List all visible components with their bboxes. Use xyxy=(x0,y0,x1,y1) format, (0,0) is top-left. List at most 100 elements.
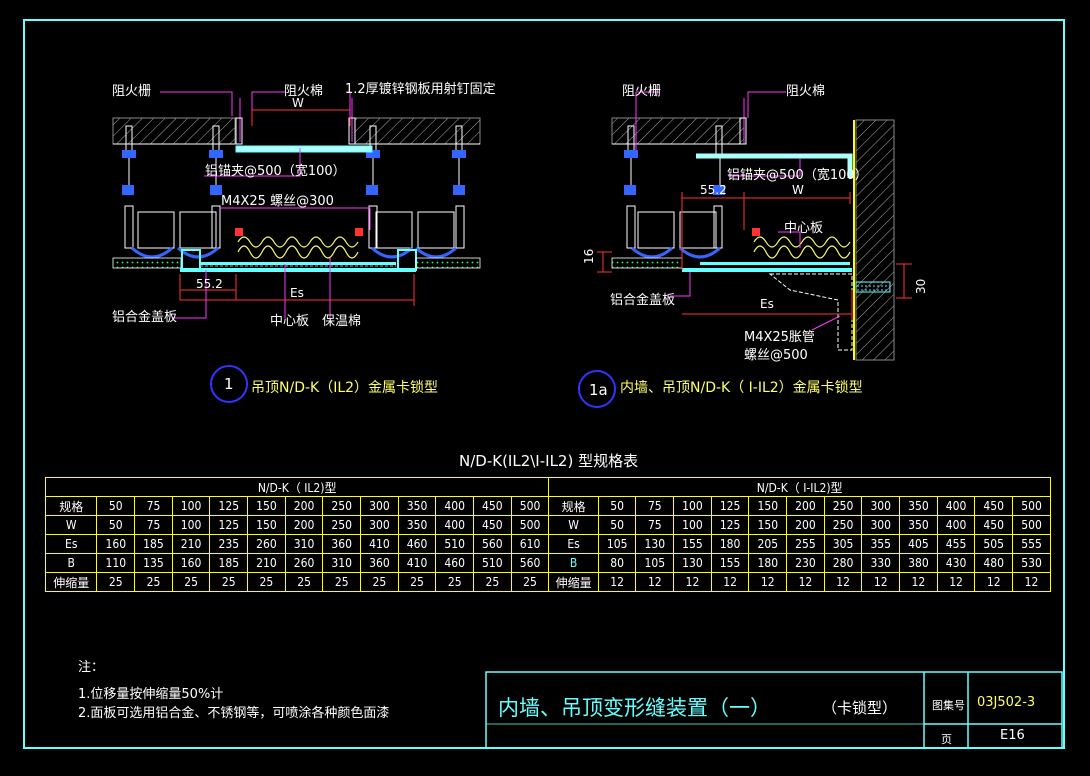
figure-1a xyxy=(578,91,912,408)
table-cell: 260 xyxy=(247,534,286,554)
table-cell: 430 xyxy=(936,553,976,573)
table-cell: 150 xyxy=(247,515,286,535)
table-cell: 100 xyxy=(673,515,712,535)
table-cell: 80 xyxy=(597,553,637,573)
note-item-1: 1.位移量按伸缩量50%计 xyxy=(78,687,224,702)
table-cell: 450 xyxy=(473,496,512,516)
left-table-header: N/D-K（ IL2)型 xyxy=(44,477,550,497)
table-cell: 560 xyxy=(510,553,550,573)
fig1a-anchor-clip-label: 铝锚夹@500（宽100） xyxy=(727,168,868,183)
table-cell: B xyxy=(44,553,98,573)
table-cell: 610 xyxy=(510,534,550,554)
fig1-steel-plate-label: 1.2厚镀锌钢板用射钉固定 xyxy=(345,82,496,97)
table-cell: 25 xyxy=(473,572,512,592)
notes-title: 注： xyxy=(78,660,105,675)
table-cell: 405 xyxy=(899,534,938,554)
fig1-dim-w: W xyxy=(292,96,304,110)
table-cell: 12 xyxy=(673,572,712,592)
table-cell: 125 xyxy=(710,496,750,516)
title-block-frame xyxy=(485,671,1063,749)
page-number: E16 xyxy=(1000,728,1025,743)
table-cell: 300 xyxy=(360,496,399,516)
table-cell: 185 xyxy=(134,534,173,554)
table-cell: 105 xyxy=(597,534,637,554)
table-cell: 伸缩量 xyxy=(548,572,599,592)
table-cell: 350 xyxy=(899,515,938,535)
drawing-title: 内墙、吊顶变形缝装置（一） xyxy=(498,696,771,720)
table-cell: 75 xyxy=(134,496,173,516)
fig1-dim-es: Es xyxy=(290,286,304,300)
table-cell: 50 xyxy=(597,515,637,535)
fig1-dim-552: 55.2 xyxy=(196,277,223,291)
table-cell: 75 xyxy=(134,515,173,535)
atlas-label: 图集号 xyxy=(932,699,965,712)
fig1a-dim-w: W xyxy=(792,183,804,197)
table-cell: 500 xyxy=(510,515,550,535)
table-cell: 400 xyxy=(936,515,976,535)
table-cell: 25 xyxy=(322,572,362,592)
spec-table-title: N/D-K(IL2\I-IL2) 型规格表 xyxy=(459,452,639,470)
fig1-center-plate-label: 中心板 xyxy=(270,314,310,329)
table-cell: 210 xyxy=(247,553,286,573)
table-cell: 150 xyxy=(748,515,788,535)
corner-cover xyxy=(768,273,853,351)
fig1a-screw-label-2: 螺丝@500 xyxy=(744,348,808,363)
table-cell: 25 xyxy=(247,572,286,592)
table-cell: 12 xyxy=(823,572,863,592)
table-cell: 450 xyxy=(974,496,1014,516)
table-cell: 105 xyxy=(635,553,675,573)
table-cell: B xyxy=(548,553,599,573)
table-cell: 12 xyxy=(710,572,750,592)
table-cell: 25 xyxy=(171,572,211,592)
table-cell: 205 xyxy=(748,534,788,554)
table-cell: 350 xyxy=(397,515,437,535)
table-cell: W xyxy=(548,515,599,535)
table-cell: 12 xyxy=(936,572,976,592)
table-cell: 12 xyxy=(597,572,637,592)
table-header-row: N/D-K（ IL2)型 N/D-K（ I-IL2)型 xyxy=(44,477,1051,497)
table-cell: 200 xyxy=(786,515,825,535)
fig1-caption-number: 1 xyxy=(224,375,234,393)
table-cell: 伸缩量 xyxy=(44,572,98,592)
insulation-fig1 xyxy=(237,245,359,259)
table-cell: 25 xyxy=(284,572,324,592)
table-cell: 135 xyxy=(134,553,173,573)
table-cell: 130 xyxy=(635,534,675,554)
table-cell: 400 xyxy=(435,515,475,535)
table-cell: 210 xyxy=(171,534,211,554)
table-cell: 12 xyxy=(635,572,675,592)
table-cell: 150 xyxy=(748,496,788,516)
table-cell: 510 xyxy=(473,553,512,573)
table-cell: 500 xyxy=(1012,496,1051,516)
table-cell: 260 xyxy=(284,553,324,573)
table-cell: 350 xyxy=(899,496,938,516)
table-cell: 460 xyxy=(435,553,475,573)
table-cell: 100 xyxy=(171,496,211,516)
table-cell: Es xyxy=(44,534,98,554)
right-table-header: N/D-K（ I-IL2)型 xyxy=(548,477,1051,497)
table-cell: 155 xyxy=(673,534,712,554)
table-cell: 180 xyxy=(748,553,788,573)
table-cell: 410 xyxy=(397,553,437,573)
table-cell: 125 xyxy=(209,515,249,535)
table-cell: 150 xyxy=(247,496,286,516)
table-cell: 500 xyxy=(510,496,550,516)
table-cell: 25 xyxy=(134,572,173,592)
table-cell: 50 xyxy=(597,496,637,516)
table-cell: 510 xyxy=(435,534,475,554)
table-cell: 100 xyxy=(673,496,712,516)
table-cell: 25 xyxy=(96,572,136,592)
table-cell: 155 xyxy=(710,553,750,573)
table-cell: 185 xyxy=(209,553,249,573)
fig1-insulation-label: 保温棉 xyxy=(322,314,362,329)
table-cell: 25 xyxy=(360,572,399,592)
table-cell: 100 xyxy=(171,515,211,535)
table-cell: 410 xyxy=(360,534,399,554)
fig1-cover-plate-label: 铝合金盖板 xyxy=(112,310,178,325)
table-cell: 规格 xyxy=(44,496,98,516)
table-cell: 350 xyxy=(397,496,437,516)
table-cell: 300 xyxy=(360,515,399,535)
table-cell: 75 xyxy=(635,515,675,535)
